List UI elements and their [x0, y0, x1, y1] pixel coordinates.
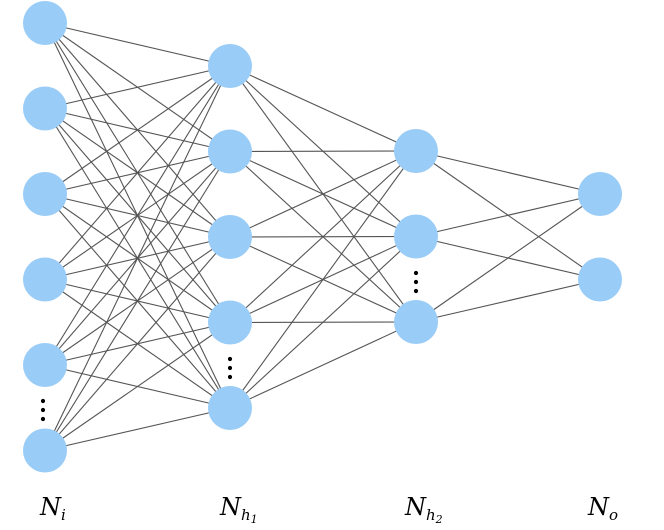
ellipsis-dot-hidden-2-2: [413, 279, 419, 285]
edge-hidden-2-2-to-output-1: [415, 193, 601, 238]
neuron-input-5: [23, 343, 67, 387]
edge-hidden-1-3-to-hidden-2-1: [229, 150, 417, 238]
edge-hidden-2-3-to-output-2: [415, 278, 601, 323]
ellipsis-dot-hidden-2-1: [413, 270, 419, 276]
edge-input-5-to-hidden-1-1: [44, 65, 231, 366]
neuron-hidden-2-2: [394, 214, 438, 259]
ellipsis-dot-input-2: [40, 407, 46, 413]
neuron-input-6: [23, 428, 67, 473]
ellipsis-hidden-1: [227, 356, 233, 380]
neuron-hidden-2-1: [394, 129, 438, 173]
ellipsis-dot-hidden-1-3: [227, 374, 233, 380]
neuron-output-1: [578, 172, 622, 216]
neuron-input-1: [23, 1, 67, 45]
edge-input-6-to-hidden-1-2: [44, 151, 231, 451]
layer-label-input: Ni: [40, 493, 66, 523]
connection-edges: [44, 22, 601, 452]
edge-hidden-1-5-to-hidden-2-2: [229, 236, 417, 409]
edge-input-4-to-hidden-1-1: [44, 65, 231, 280]
edge-input-6-to-hidden-1-5: [44, 407, 231, 452]
layer-label-hidden-2-base: N: [405, 493, 426, 521]
edge-input-3-to-hidden-1-1: [44, 65, 231, 195]
layer-label-output-base: N: [588, 493, 609, 521]
ellipsis-dot-hidden-2-3: [413, 288, 419, 294]
edge-input-6-to-hidden-1-4: [44, 322, 231, 451]
ellipsis-dot-input-3: [40, 416, 46, 422]
layer-label-hidden-1: Nh1: [220, 493, 258, 525]
edge-hidden-1-5-to-hidden-2-3: [229, 321, 417, 409]
layer-label-hidden-1-base: N: [220, 493, 241, 521]
ellipsis-markers: [40, 270, 419, 422]
neuron-input-2: [23, 86, 67, 131]
ellipsis-dot-input-1: [40, 398, 46, 404]
neuron-hidden-1-5: [208, 386, 252, 430]
layer-label-hidden-2-subsub: 2: [435, 513, 443, 526]
neuron-nodes: [23, 1, 622, 473]
neuron-hidden-1-3: [208, 215, 252, 259]
layer-label-hidden-2: Nh2: [405, 493, 443, 525]
edge-input-2-to-hidden-1-1: [44, 65, 231, 110]
neuron-hidden-1-1: [208, 44, 252, 88]
layer-label-input-sub: i: [61, 506, 66, 524]
edge-hidden-1-4-to-hidden-2-1: [229, 150, 417, 323]
layer-label-output: No: [588, 493, 618, 523]
ellipsis-input: [40, 398, 46, 422]
edge-hidden-1-1-to-hidden-2-1: [229, 65, 417, 152]
edge-hidden-2-3-to-output-1: [415, 193, 601, 323]
layer-label-hidden-1-subsub: 1: [250, 513, 258, 526]
layer-label-output-sub: o: [609, 506, 619, 524]
neuron-hidden-2-3: [394, 300, 438, 344]
neuron-input-3: [23, 172, 67, 216]
edge-input-6-to-hidden-1-1: [44, 65, 231, 451]
ellipsis-dot-hidden-1-1: [227, 356, 233, 362]
edge-hidden-1-2-to-hidden-2-1: [229, 150, 417, 153]
neuron-input-4: [23, 257, 67, 302]
neuron-output-2: [578, 257, 622, 302]
layer-label-input-base: N: [40, 493, 61, 521]
edge-hidden-1-5-to-hidden-2-1: [229, 150, 417, 409]
edge-hidden-2-1-to-output-1: [415, 150, 601, 195]
layer-label-hidden-2-sub: h: [426, 506, 436, 524]
edge-input-6-to-hidden-1-3: [44, 236, 231, 451]
neuron-hidden-1-4: [208, 300, 252, 345]
ellipsis-hidden-2: [413, 270, 419, 294]
layer-label-hidden-1-sub: h: [241, 506, 251, 524]
neuron-hidden-1-2: [208, 129, 252, 174]
edge-input-1-to-hidden-1-1: [44, 22, 231, 67]
ellipsis-dot-hidden-1-2: [227, 365, 233, 371]
